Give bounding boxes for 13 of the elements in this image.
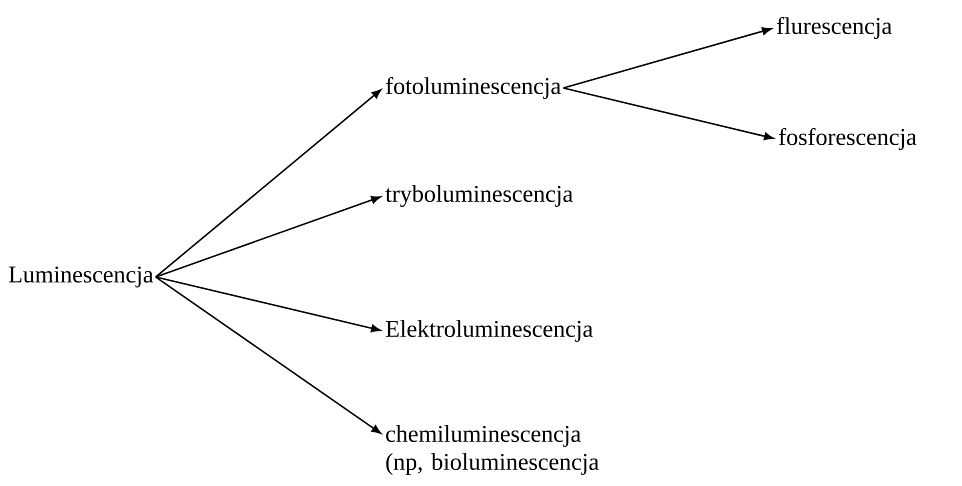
arrow bbox=[155, 276, 382, 434]
text-label: chemiluminescencja (np, bioluminescencja bbox=[386, 425, 599, 475]
arrow bbox=[156, 276, 381, 332]
arrow bbox=[155, 89, 382, 278]
text-label: Luminescencja bbox=[8, 266, 154, 288]
arrow bbox=[563, 87, 774, 140]
text-label: fotoluminescencja bbox=[386, 77, 561, 99]
text-label: fosforescencja bbox=[778, 128, 916, 150]
text-label: flurescencja bbox=[776, 17, 892, 39]
arrow bbox=[563, 27, 772, 89]
text-label: Elektroluminescencja bbox=[386, 320, 593, 342]
arrow bbox=[155, 196, 381, 278]
text-label: tryboluminescencja bbox=[385, 185, 573, 207]
